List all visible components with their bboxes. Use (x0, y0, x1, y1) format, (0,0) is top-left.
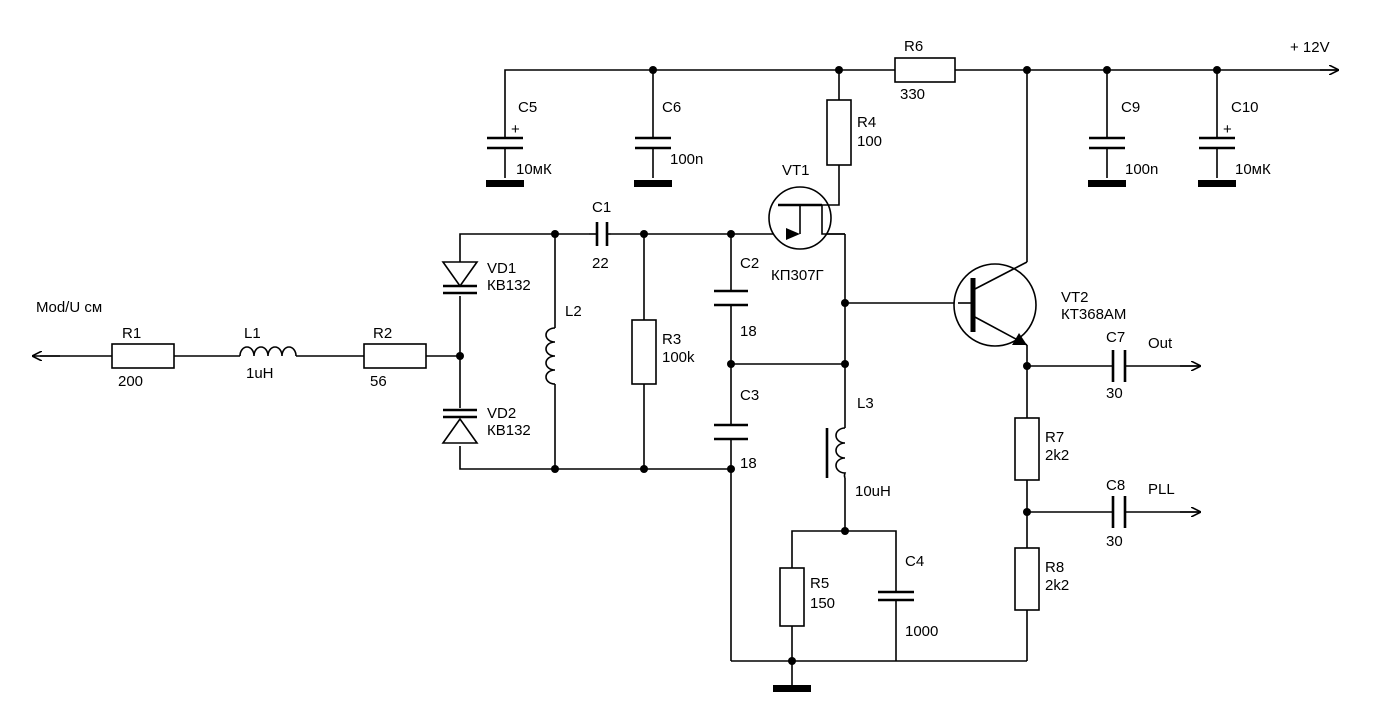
ground-icon (773, 685, 811, 692)
ground-icon (1198, 180, 1236, 187)
vd1-ref: VD1 (487, 260, 516, 277)
ground-icon (486, 180, 524, 187)
c1-ref: C1 (592, 199, 611, 216)
inductor-l1 (239, 346, 297, 357)
c8-ref: C8 (1106, 477, 1125, 494)
c2-ref: C2 (740, 255, 759, 272)
c6-value: 100n (670, 151, 703, 168)
resistor-r2 (363, 343, 427, 369)
vt1-ref: VT1 (782, 162, 810, 179)
c10-ref: C10 (1231, 99, 1259, 116)
c9-ref: C9 (1121, 99, 1140, 116)
r8-ref: R8 (1045, 559, 1064, 576)
r5-ref: R5 (810, 575, 829, 592)
transistor-vt1 (768, 186, 845, 250)
r7-ref: R7 (1045, 429, 1064, 446)
resistor-r4 (826, 99, 852, 166)
vd1-value: КВ132 (487, 277, 531, 294)
capacitor-c10 (1199, 136, 1235, 178)
capacitor-c4 (878, 590, 914, 602)
c6-ref: C6 (662, 99, 681, 116)
capacitor-c3 (714, 423, 748, 441)
capacitor-c9 (1089, 136, 1125, 178)
c10-plus-mark: + (1223, 121, 1232, 138)
c2-value: 18 (740, 323, 757, 340)
vt1-value: КП307Г (771, 267, 824, 284)
r6-ref: R6 (904, 38, 923, 55)
vt2-ref: VT2 (1061, 289, 1089, 306)
capacitor-c2 (714, 289, 748, 307)
r1-ref: R1 (122, 325, 141, 342)
r7-value: 2k2 (1045, 447, 1069, 464)
c10-value: 10мК (1235, 161, 1271, 178)
inductor-l2 (545, 327, 556, 385)
r2-value: 56 (370, 373, 387, 390)
resistor-r5 (779, 567, 805, 627)
l3-ref: L3 (857, 395, 874, 412)
c5-plus-mark: + (511, 121, 520, 138)
l1-ref: L1 (244, 325, 261, 342)
ground-icon (634, 180, 672, 187)
r4-ref: R4 (857, 114, 876, 131)
c5-value: 10мК (516, 161, 552, 178)
c7-value: 30 (1106, 385, 1123, 402)
ground-icon (1088, 180, 1126, 187)
resistor-r1 (111, 343, 175, 369)
resistor-r8 (1014, 547, 1040, 611)
out-label: Out (1148, 335, 1173, 352)
supply-label: + 12V (1290, 39, 1330, 56)
varicap-vd2 (441, 408, 479, 444)
resistor-r7 (1014, 417, 1040, 481)
c7-ref: C7 (1106, 329, 1125, 346)
junction-dots (456, 66, 1221, 665)
vd2-value: КВ132 (487, 422, 531, 439)
capacitor-c7 (1111, 350, 1127, 382)
r6-value: 330 (900, 86, 925, 103)
transistor-vt2 (953, 261, 1037, 347)
varicap-vd1 (441, 258, 479, 295)
input-label: Mod/U см (36, 299, 102, 316)
c3-ref: C3 (740, 387, 759, 404)
c9-value: 100n (1125, 161, 1158, 178)
vd2-ref: VD2 (487, 405, 516, 422)
l3-value: 10uH (855, 483, 891, 500)
c4-value: 1000 (905, 623, 938, 640)
r2-ref: R2 (373, 325, 392, 342)
l2-ref: L2 (565, 303, 582, 320)
vt2-value: КТ368АМ (1061, 306, 1126, 323)
c1-value: 22 (592, 255, 609, 272)
r3-value: 100k (662, 349, 695, 366)
pll-label: PLL (1148, 481, 1175, 498)
resistor-r3 (631, 319, 657, 385)
signal-arrows (33, 70, 1338, 512)
r1-value: 200 (118, 373, 143, 390)
r4-value: 100 (857, 133, 882, 150)
capacitor-c8 (1111, 496, 1127, 528)
c8-value: 30 (1106, 533, 1123, 550)
capacitor-c6 (635, 136, 671, 178)
l1-value: 1uH (246, 365, 274, 382)
c3-value: 18 (740, 455, 757, 472)
inductor-l3 (825, 427, 847, 479)
capacitor-c5 (487, 136, 523, 178)
c5-ref: C5 (518, 99, 537, 116)
resistor-r6 (894, 57, 956, 83)
r3-ref: R3 (662, 331, 681, 348)
capacitor-c1 (589, 222, 611, 246)
c4-ref: C4 (905, 553, 924, 570)
r8-value: 2k2 (1045, 577, 1069, 594)
r5-value: 150 (810, 595, 835, 612)
